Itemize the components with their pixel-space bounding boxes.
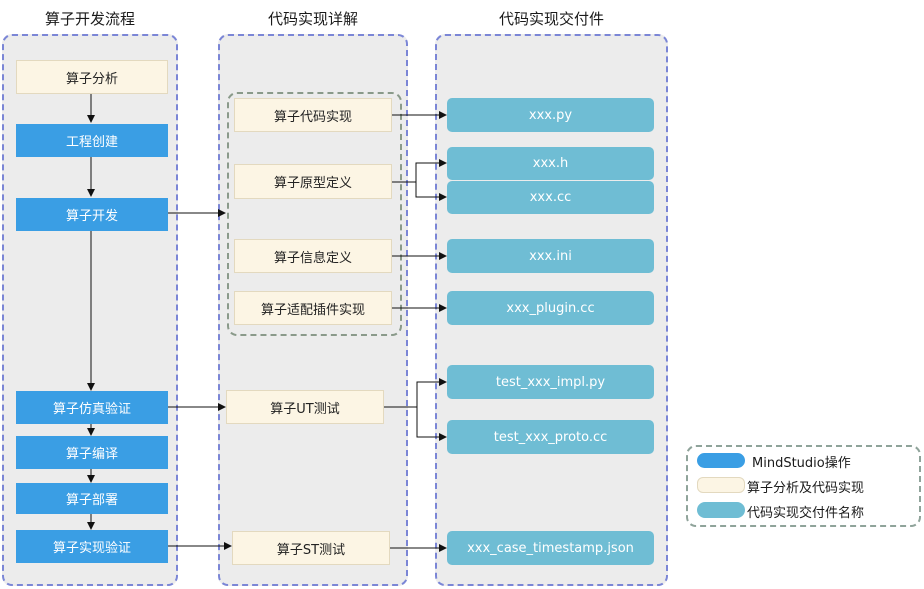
file-xxx-cc: xxx.cc [447,181,654,214]
legend-swatch-mindstudio [697,453,745,468]
arrow-proto-to-h [392,159,447,183]
step-implementation-verification: 算子实现验证 [16,530,168,563]
legend-label-analysis: 算子分析及代码实现 [747,481,865,496]
detail-prototype-definition: 算子原型定义 [234,164,392,199]
step-project-creation: 工程创建 [16,124,168,157]
legend-label-mindstudio: MindStudio操作 [752,456,851,471]
step-operator-analysis: 算子分析 [16,60,168,94]
file-xxx-h: xxx.h [447,147,654,180]
file-test-xxx-impl-py: test_xxx_impl.py [447,365,654,399]
legend-swatch-analysis [697,477,745,493]
detail-info-definition: 算子信息定义 [234,239,392,273]
detail-code-implementation: 算子代码实现 [234,98,392,132]
detail-st-test: 算子ST测试 [232,531,390,565]
file-xxx-ini: xxx.ini [447,239,654,273]
column-title-deliverables: 代码实现交付件 [498,10,604,28]
column-title-process: 算子开发流程 [44,10,135,28]
step-operator-deploy: 算子部署 [16,483,168,514]
legend-label-deliverable: 代码实现交付件名称 [747,506,865,521]
arrow-ut-to-proto [416,407,447,441]
column-title-detail: 代码实现详解 [267,10,358,28]
detail-ut-test: 算子UT测试 [226,390,384,424]
file-xxx-py: xxx.py [447,98,654,132]
file-xxx-case-timestamp-json: xxx_case_timestamp.json [447,531,654,565]
file-test-xxx-proto-cc: test_xxx_proto.cc [447,420,654,454]
step-operator-compile: 算子编译 [16,436,168,469]
arrow-proto-to-cc [415,182,447,201]
arrow-ut-to-impl [384,378,447,408]
file-xxx-plugin-cc: xxx_plugin.cc [447,291,654,325]
development-group-box [227,92,402,336]
detail-plugin-implementation: 算子适配插件实现 [234,291,392,325]
legend-swatch-deliverable [697,502,745,518]
step-simulation-verification: 算子仿真验证 [16,391,168,424]
step-operator-development: 算子开发 [16,198,168,231]
